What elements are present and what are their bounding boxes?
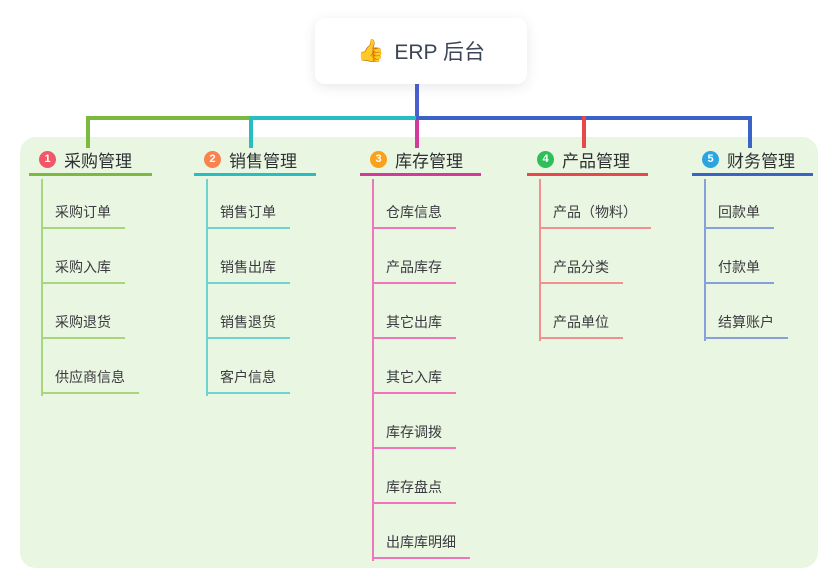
branch-badge-4: 4 bbox=[537, 150, 554, 168]
mindmap-panel bbox=[20, 137, 818, 568]
root-node[interactable]: 👍 ERP 后台 bbox=[315, 18, 527, 84]
mindmap-node[interactable]: 销售退货 bbox=[206, 312, 290, 339]
mindmap-node[interactable]: 库存盘点 bbox=[372, 477, 456, 504]
root-stem-line bbox=[415, 84, 419, 118]
mindmap-node[interactable]: 其它出库 bbox=[372, 312, 456, 339]
branch-child-line-sales bbox=[206, 179, 208, 396]
mindmap-node[interactable]: 产品分类 bbox=[539, 257, 623, 284]
root-node-label: ERP 后台 bbox=[394, 41, 486, 64]
mindmap-node[interactable]: 库存调拨 bbox=[372, 422, 456, 449]
thumbs-up-icon: 👍 bbox=[356, 38, 385, 63]
mindmap-node[interactable]: 采购入库 bbox=[41, 257, 125, 284]
connector-drop-purchase bbox=[86, 116, 90, 148]
branch-header-sales[interactable]: 2 销售管理 bbox=[194, 145, 316, 176]
mindmap-node[interactable]: 仓库信息 bbox=[372, 202, 456, 229]
mindmap-node[interactable]: 产品库存 bbox=[372, 257, 456, 284]
mindmap-node[interactable]: 销售订单 bbox=[206, 202, 290, 229]
connector-drop-inventory bbox=[415, 120, 419, 148]
branch-header-finance[interactable]: 5 财务管理 bbox=[692, 145, 813, 176]
mindmap-node[interactable]: 回款单 bbox=[704, 202, 774, 229]
branch-child-line-inventory bbox=[372, 179, 374, 561]
branch-label: 产品管理 bbox=[562, 151, 630, 171]
mindmap-node[interactable]: 销售出库 bbox=[206, 257, 290, 284]
mindmap-node[interactable]: 付款单 bbox=[704, 257, 774, 284]
connector-drop-sales bbox=[249, 116, 253, 148]
branch-badge-2: 2 bbox=[204, 150, 221, 168]
mindmap-node[interactable]: 产品单位 bbox=[539, 312, 623, 339]
branch-badge-3: 3 bbox=[370, 150, 387, 168]
mindmap-node[interactable]: 客户信息 bbox=[206, 367, 290, 394]
branch-header-product[interactable]: 4 产品管理 bbox=[527, 145, 648, 176]
mindmap-node[interactable]: 其它入库 bbox=[372, 367, 456, 394]
branch-label: 库存管理 bbox=[395, 151, 463, 171]
branch-header-inventory[interactable]: 3 库存管理 bbox=[360, 145, 481, 176]
connector-horizontal-purchase bbox=[86, 116, 252, 120]
branch-label: 财务管理 bbox=[727, 151, 795, 171]
branch-child-line-finance bbox=[704, 179, 706, 341]
mindmap-node[interactable]: 采购订单 bbox=[41, 202, 125, 229]
branch-child-line-product bbox=[539, 179, 541, 341]
branch-child-line-purchase bbox=[41, 179, 43, 396]
connector-drop-product bbox=[582, 116, 586, 148]
mindmap-node[interactable]: 结算账户 bbox=[704, 312, 788, 339]
mindmap-node[interactable]: 产品（物料） bbox=[539, 202, 651, 229]
connector-horizontal-sales bbox=[252, 116, 416, 120]
branch-label: 采购管理 bbox=[64, 151, 132, 171]
connector-drop-finance bbox=[748, 116, 752, 148]
branch-badge-1: 1 bbox=[39, 150, 56, 168]
mindmap-node[interactable]: 出库库明细 bbox=[372, 532, 470, 559]
mindmap-node[interactable]: 供应商信息 bbox=[41, 367, 139, 394]
branch-header-purchase[interactable]: 1 采购管理 bbox=[29, 145, 152, 176]
mindmap-node[interactable]: 采购退货 bbox=[41, 312, 125, 339]
branch-label: 销售管理 bbox=[229, 151, 297, 171]
branch-badge-5: 5 bbox=[702, 150, 719, 168]
